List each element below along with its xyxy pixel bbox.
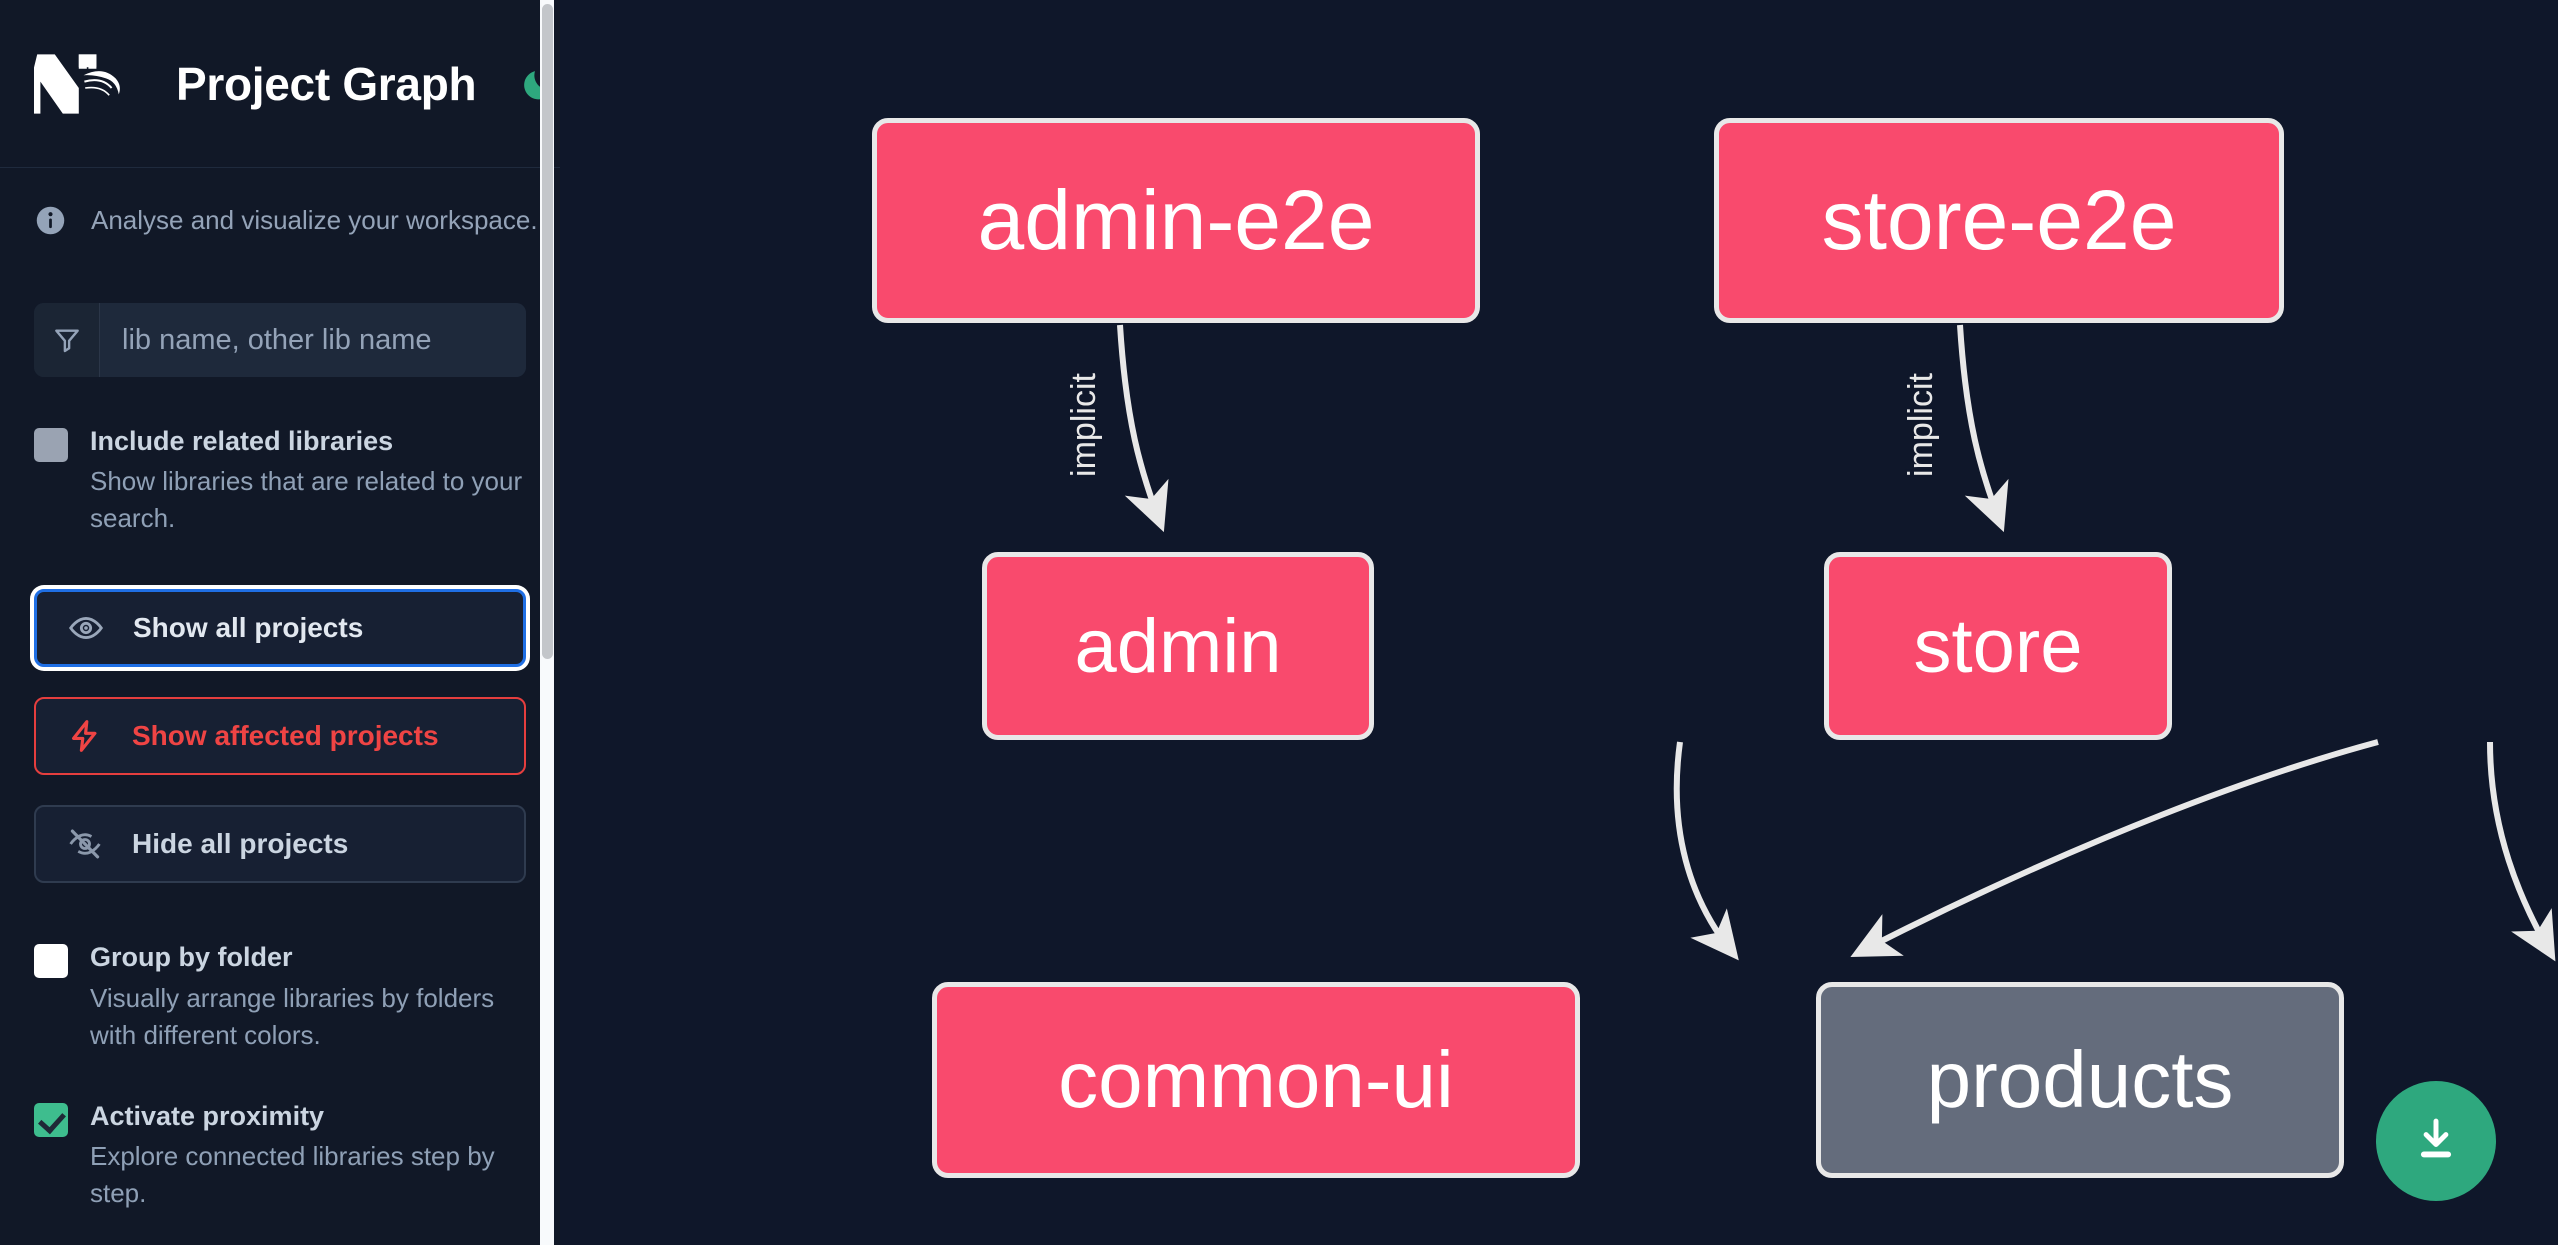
checkbox-row-activate-proximity: Activate proximity Explore connected lib… — [34, 1098, 526, 1212]
activate-proximity-label: Activate proximity — [90, 1100, 325, 1131]
nx-logo-icon — [22, 48, 130, 120]
eye-off-icon — [66, 825, 104, 863]
download-icon — [2409, 1113, 2463, 1170]
show-all-projects-button[interactable]: Show all projects — [34, 589, 526, 668]
include-related-libraries-description: Show libraries that are related to your … — [90, 466, 523, 534]
edge-store-to-common-ui — [1850, 739, 2379, 957]
graph-edges: implicit implicit — [1063, 324, 2556, 962]
sidebar-scrollbar-track[interactable] — [540, 0, 554, 1245]
edge-store-e2e-to-store — [1957, 324, 2009, 533]
sidebar-scrollbar-thumb[interactable] — [542, 4, 553, 659]
filter-icon — [34, 303, 100, 377]
info-icon — [34, 204, 67, 237]
graph-node-label: store — [1913, 603, 2083, 689]
sidebar-scroll-area[interactable]: Project Graph Analyse and visualize yo — [0, 0, 560, 1245]
graph-node-store-e2e[interactable]: store-e2e — [1714, 118, 2284, 323]
tagline: Analyse and visualize your workspace. — [0, 168, 560, 237]
tagline-text: Analyse and visualize your workspace. — [91, 205, 538, 235]
edge-label-implicit-admin: implicit — [1065, 373, 1103, 477]
graph-node-common-ui[interactable]: common-ui — [932, 982, 1580, 1178]
show-affected-projects-button[interactable]: Show affected projects — [34, 697, 526, 776]
graph-node-store[interactable]: store — [1824, 552, 2172, 740]
hide-all-projects-button[interactable]: Hide all projects — [34, 805, 526, 884]
graph-node-label: admin — [1074, 603, 1282, 689]
graph-node-label: common-ui — [1058, 1035, 1454, 1124]
graph-node-admin[interactable]: admin — [982, 552, 1374, 740]
hide-all-projects-label: Hide all projects — [132, 828, 349, 860]
eye-icon — [67, 609, 105, 647]
search-input[interactable] — [100, 303, 526, 377]
sidebar-header: Project Graph — [0, 0, 560, 168]
include-related-libraries-label: Include related libraries — [90, 426, 394, 456]
group-by-folder-description: Visually arrange libraries by folders wi… — [90, 982, 495, 1050]
graph-canvas[interactable]: implicit implicit admin-e2e store-e2e ad… — [560, 0, 2558, 1245]
lightning-icon — [66, 717, 104, 755]
checkbox-row-include-related-libraries: Include related libraries Show libraries… — [34, 423, 526, 537]
download-graph-button[interactable] — [2376, 1081, 2496, 1201]
graph-node-admin-e2e[interactable]: admin-e2e — [872, 118, 1480, 323]
edge-admin-e2e-to-admin — [1117, 324, 1169, 533]
group-by-folder-label: Group by folder — [90, 942, 293, 973]
show-affected-projects-label: Show affected projects — [132, 720, 439, 752]
projects-button-group: Show all projects Show affected projects — [34, 589, 526, 884]
edge-admin-to-common-ui — [1673, 741, 1739, 961]
sidebar: Project Graph Analyse and visualize yo — [0, 0, 560, 1245]
graph-node-label: products — [1926, 1035, 2234, 1124]
graph-node-label: admin-e2e — [977, 173, 1375, 267]
graph-node-products[interactable]: products — [1816, 982, 2344, 1178]
include-related-libraries-checkbox[interactable] — [34, 428, 68, 462]
checkbox-row-group-by-folder: Group by folder Visually arrange librari… — [34, 939, 526, 1053]
search-bar — [34, 303, 526, 377]
group-by-folder-checkbox[interactable] — [34, 944, 68, 979]
activate-proximity-checkbox[interactable] — [34, 1102, 68, 1137]
activate-proximity-description: Explore connected libraries step by step… — [90, 1140, 495, 1208]
show-all-projects-label: Show all projects — [133, 612, 364, 644]
edge-store-to-products — [2487, 741, 2556, 962]
page-title: Project Graph — [176, 57, 477, 110]
edge-label-implicit-store: implicit — [1902, 373, 1940, 477]
graph-node-label: store-e2e — [1821, 173, 2177, 267]
